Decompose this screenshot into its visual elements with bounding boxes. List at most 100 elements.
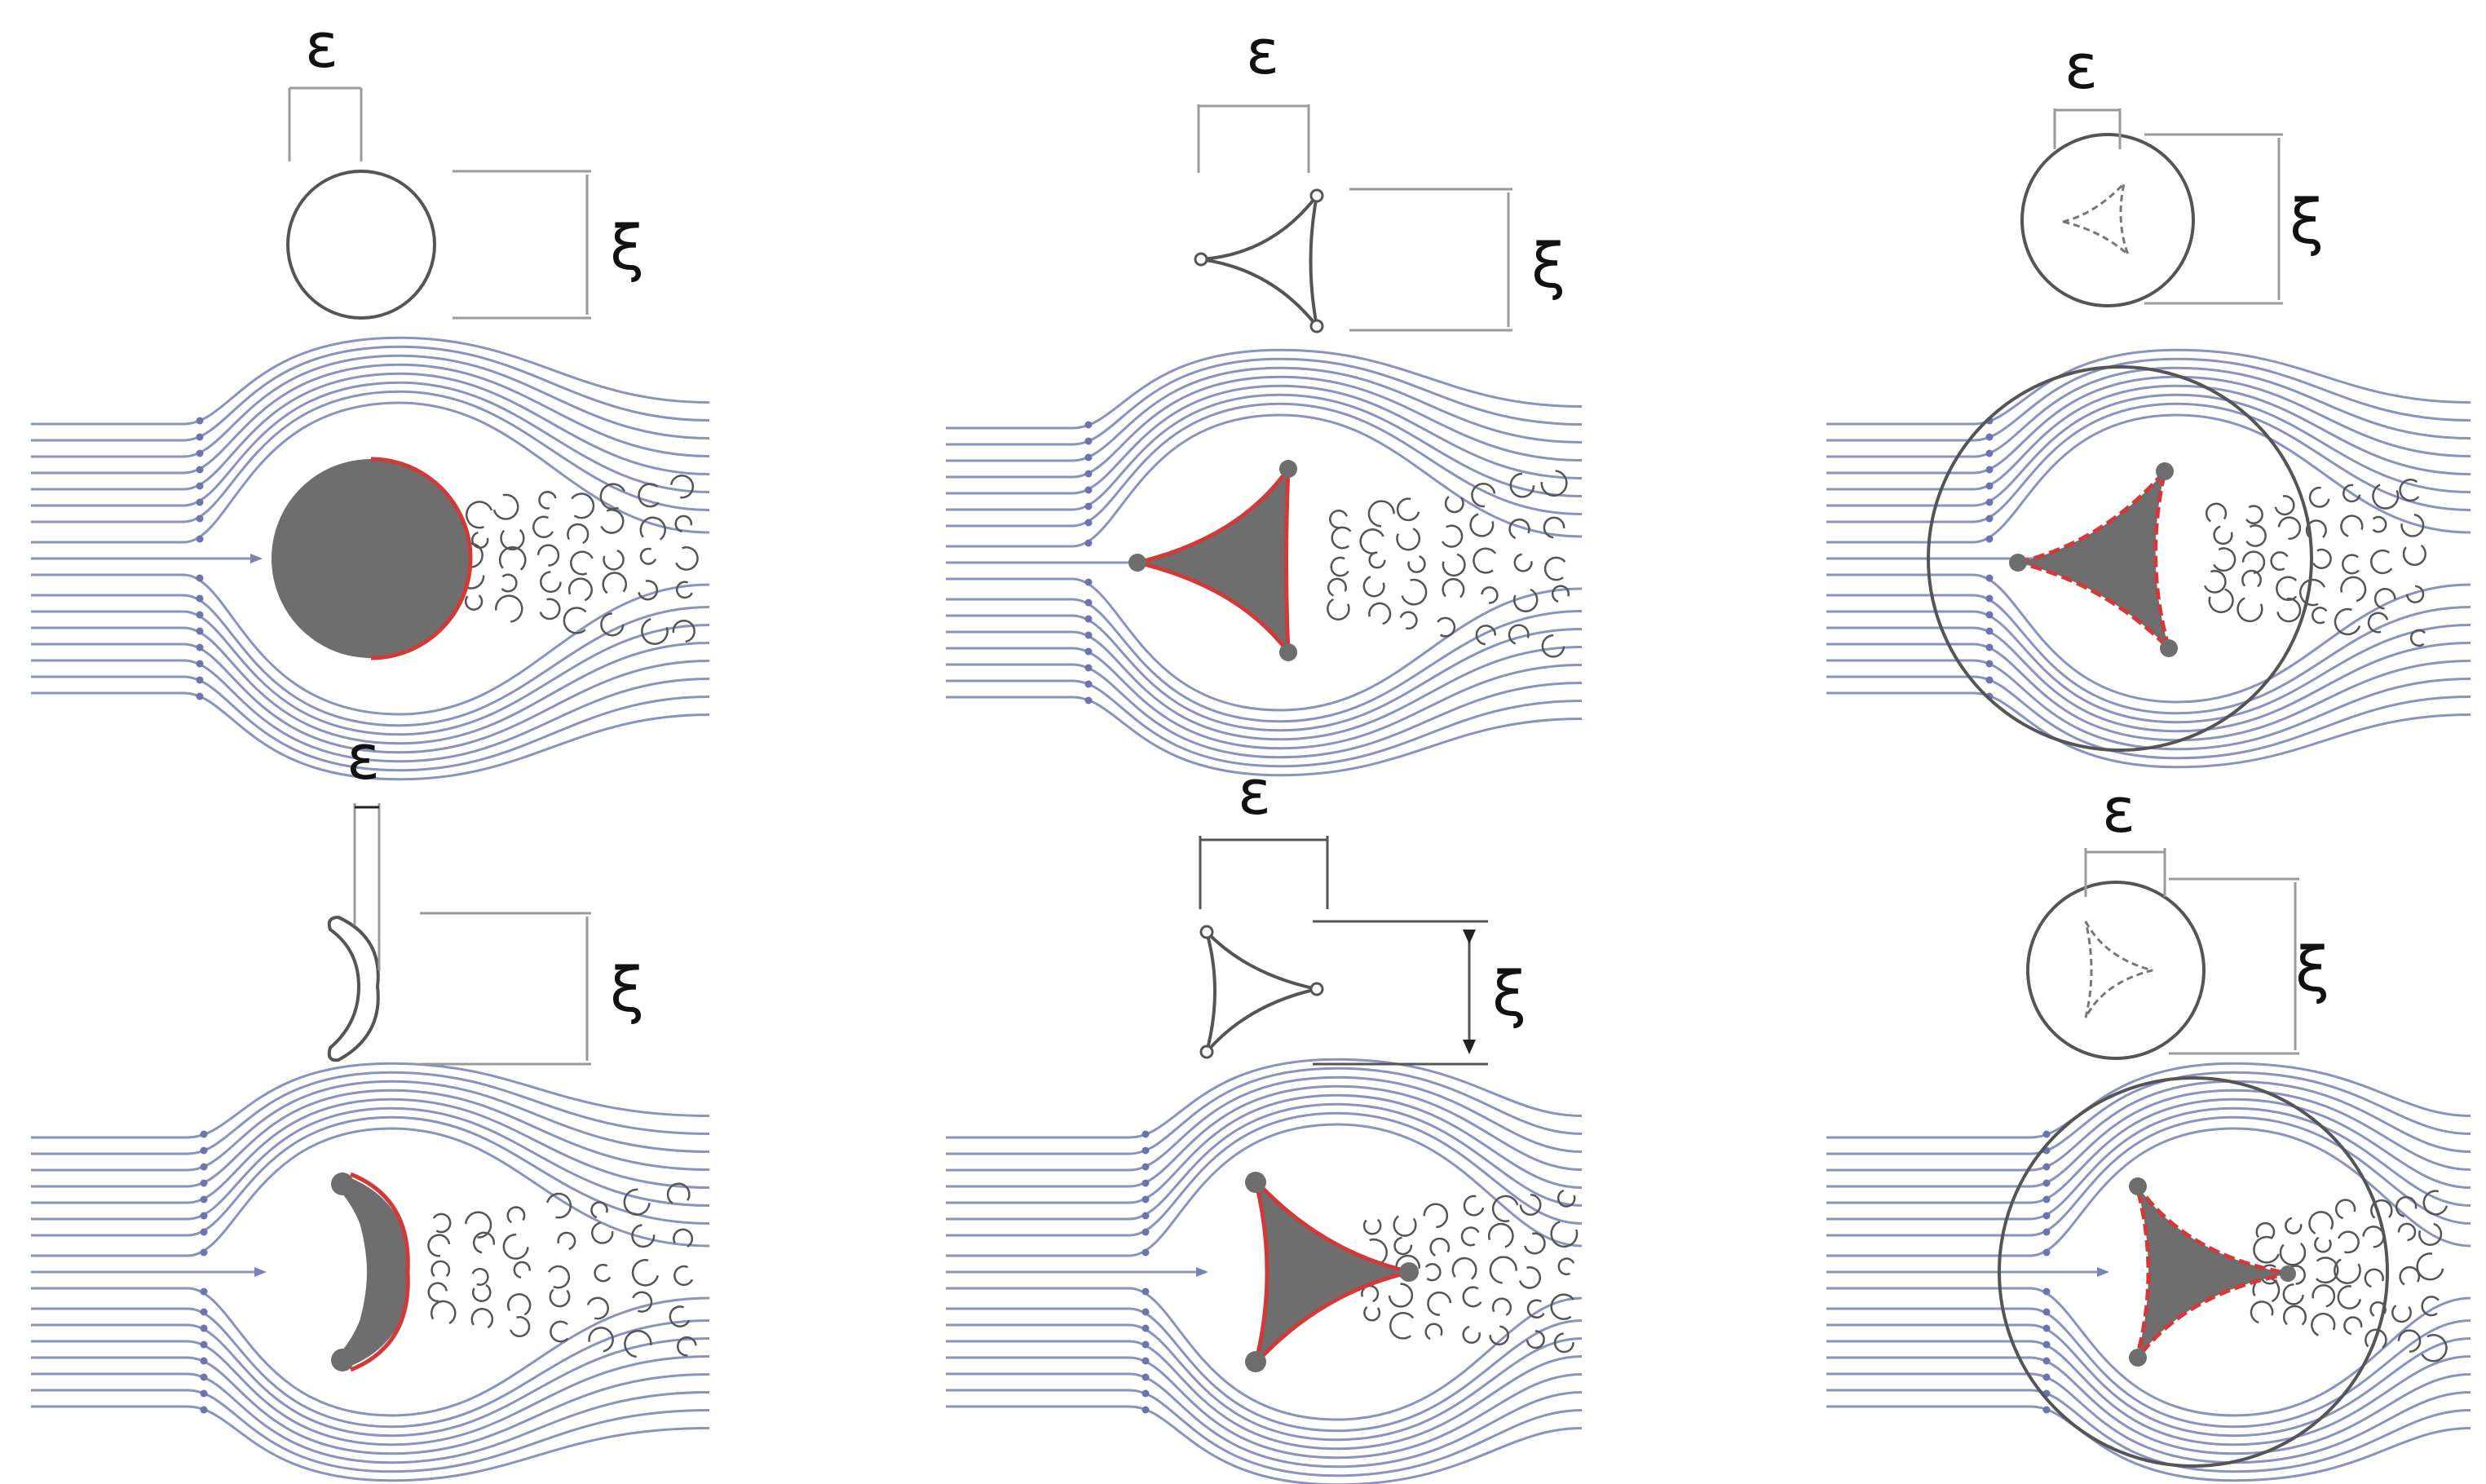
flow-arrow-marker	[196, 515, 204, 523]
domain-circle	[1927, 365, 2313, 752]
vortex-wake	[2203, 479, 2426, 647]
streamline	[31, 675, 710, 772]
flow-arrow-marker	[196, 482, 204, 490]
wake-vortex	[2362, 1226, 2385, 1248]
streamline	[31, 573, 710, 716]
streamline	[946, 393, 1583, 511]
circle-outline	[286, 170, 436, 320]
wake-vortex	[1401, 578, 1428, 606]
streamline	[1826, 384, 2471, 491]
flow-arrow-marker	[196, 449, 204, 457]
flow-arrow-marker	[2042, 1179, 2051, 1187]
streamlines	[946, 348, 1583, 777]
vertex-bulb	[1279, 460, 1297, 478]
streamline	[31, 594, 710, 727]
streamline	[31, 1389, 710, 1473]
flow-arrow-marker	[196, 535, 204, 543]
wake-vortex	[501, 573, 518, 593]
wake-vortex	[1491, 1297, 1512, 1317]
vertex-dot	[1309, 188, 1324, 203]
flow-arrow-marker	[200, 1248, 208, 1257]
wake-vortex	[2343, 1316, 2363, 1336]
streamline	[31, 1287, 710, 1417]
streamline	[946, 1102, 1583, 1221]
streamline	[946, 366, 1583, 462]
wake-vortex	[638, 580, 659, 601]
wake-vortex	[1526, 1299, 1545, 1319]
wake-vortex	[1399, 611, 1418, 630]
flow-arrow-marker	[1084, 470, 1093, 478]
wake-vortex	[472, 1231, 496, 1254]
wake-vortex	[1543, 516, 1565, 539]
wake-vortex	[536, 544, 560, 567]
streamline	[31, 1356, 710, 1455]
xi-dimension	[1313, 920, 1488, 1066]
flow-arrow-marker	[2042, 1357, 2051, 1365]
wake-vortex	[1330, 556, 1349, 577]
wake-vortex	[1475, 625, 1496, 646]
wake-vortex	[638, 483, 660, 508]
wake-vortex	[2253, 1235, 2280, 1264]
wake-vortex	[672, 619, 695, 643]
xi-dimension	[420, 912, 591, 1066]
streamline	[31, 1089, 710, 1188]
streamline	[31, 1115, 710, 1237]
wake-vortex	[1489, 1325, 1509, 1345]
wake-vortex	[2308, 486, 2330, 508]
wake-vortex	[507, 1293, 532, 1316]
streamline	[1826, 393, 2471, 507]
wake-vortex	[464, 594, 484, 611]
wake-vortex	[676, 581, 693, 599]
triangle-body	[2134, 1181, 2292, 1363]
wake-vortex	[1557, 1257, 1575, 1276]
vortex-wake	[427, 1182, 697, 1358]
wake-vortex	[2342, 484, 2361, 503]
wake-vortex	[2279, 1243, 2307, 1266]
wake-vortex	[1481, 586, 1499, 604]
wake-vortex	[2364, 1268, 2384, 1288]
separation-edge	[350, 1172, 410, 1372]
flow-arrow-marker	[2042, 1287, 2051, 1296]
wake-vortex	[588, 1327, 614, 1353]
streamline	[1826, 659, 2471, 751]
flow-arrow-marker	[1084, 664, 1093, 672]
tip-bulb	[331, 1349, 354, 1371]
xi-label: ξ	[2290, 185, 2324, 258]
wake-vortex	[2334, 1258, 2361, 1284]
flow-arrow-marker	[2042, 1308, 2051, 1316]
xi-dimension	[2144, 133, 2283, 305]
vertex-dot	[1199, 1045, 1214, 1059]
flow-arrow-marker	[1084, 519, 1093, 527]
wake-vortex	[2334, 607, 2361, 636]
wake-vortex	[1368, 551, 1386, 569]
streamline	[1826, 1340, 2471, 1446]
wake-vortex	[427, 1282, 448, 1302]
flow-arrow-marker	[2042, 1373, 2051, 1381]
streamline	[1826, 1307, 2471, 1429]
flow-arrow-marker	[1985, 515, 1994, 523]
streamline	[1826, 357, 2471, 442]
wake-vortex	[1524, 1232, 1546, 1255]
crescent-outline	[327, 915, 380, 1062]
streamline	[31, 1127, 710, 1257]
wake-vortex	[2370, 1199, 2393, 1219]
vertex-dot	[1194, 252, 1208, 267]
flow-arrow-marker	[196, 594, 204, 603]
wake-vortex	[675, 546, 699, 571]
wake-vortex	[427, 1234, 451, 1257]
flow-arrow-marker	[1141, 1373, 1150, 1381]
flow-arrow-marker	[196, 574, 204, 582]
wake-vortex	[2282, 1305, 2307, 1326]
streamline	[31, 691, 710, 781]
streamline	[946, 375, 1583, 479]
streamline	[1826, 402, 2471, 523]
vertex-bulb	[1128, 554, 1146, 572]
flow-arrow-marker	[2042, 1340, 2051, 1349]
wake-vortex	[631, 1224, 656, 1248]
wake-vortex	[471, 1283, 492, 1302]
epsilon-dimension	[1199, 836, 1329, 909]
wake-vortex	[1550, 1221, 1579, 1248]
wake-vortex	[674, 515, 693, 533]
streamline	[31, 1340, 710, 1446]
wake-vortex	[2250, 1301, 2274, 1324]
